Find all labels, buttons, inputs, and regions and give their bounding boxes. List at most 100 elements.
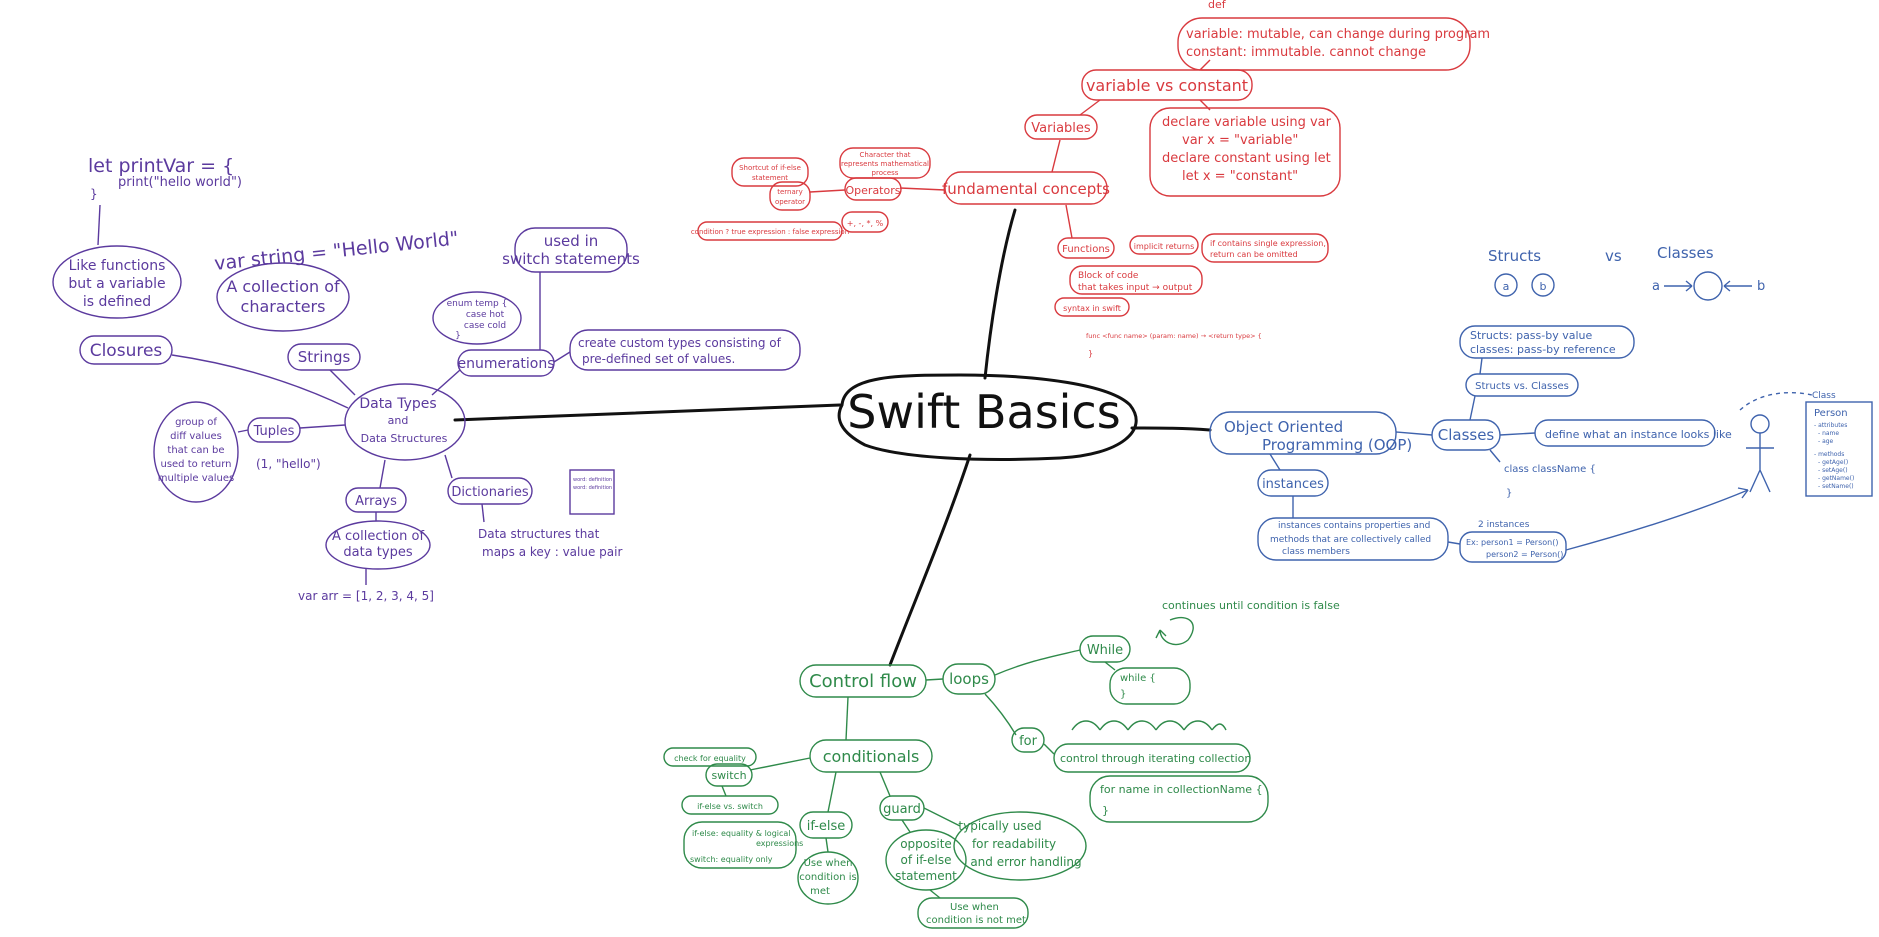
op-symbols: +, -, *, % bbox=[847, 219, 884, 228]
check-eq-bubble bbox=[663, 747, 757, 767]
definition-line-2: constant: immutable. cannot change bbox=[1186, 45, 1426, 60]
closure-code-2: print("hello world") bbox=[118, 175, 242, 190]
data-types-branch: Data Types and Data Structures let print… bbox=[52, 155, 801, 603]
class-code-1: class className { bbox=[1504, 464, 1596, 475]
svc-1: Structs: pass-by value bbox=[1470, 329, 1593, 342]
definition-line-1: variable: mutable, can change during pro… bbox=[1186, 27, 1490, 42]
closure-code-1: let printVar = { bbox=[88, 155, 234, 177]
enum-used-bubble bbox=[514, 227, 628, 273]
method-3: - getName() bbox=[1818, 475, 1854, 482]
cmp-classes: Classes bbox=[1657, 244, 1714, 262]
center-outline bbox=[837, 373, 1138, 461]
attr-2: - age bbox=[1818, 438, 1834, 445]
center-node: Swift Basics bbox=[837, 373, 1138, 461]
for-code-1: for name in collectionName { bbox=[1100, 783, 1263, 796]
svc-2: classes: pass-by reference bbox=[1470, 343, 1616, 356]
switch-cmp: switch: equality only bbox=[690, 855, 773, 864]
enum-used-2: switch statements bbox=[502, 250, 640, 268]
enum-desc-1: create custom types consisting of bbox=[578, 336, 782, 350]
guard-use-bubble bbox=[917, 897, 1029, 929]
while-code-2: } bbox=[1120, 689, 1126, 700]
link-variables bbox=[1051, 139, 1061, 173]
enum-code-4: } bbox=[455, 331, 461, 341]
arrays-desc-bubble bbox=[325, 520, 431, 570]
link-class-code bbox=[1489, 449, 1501, 463]
closures-bubble bbox=[79, 335, 173, 365]
class-a-label: a bbox=[1652, 279, 1660, 294]
oop-bubble bbox=[1209, 411, 1397, 455]
operators-label: Operators bbox=[846, 184, 901, 197]
link-for bbox=[984, 693, 1017, 736]
for-iteration-arrows bbox=[1071, 720, 1227, 731]
arrow-head-figure bbox=[1737, 487, 1749, 499]
conditionals-bubble bbox=[809, 739, 933, 773]
ternary-bubble bbox=[769, 181, 811, 211]
instances-desc-2: methods that are collectively called bbox=[1270, 535, 1431, 545]
arrow-a bbox=[1664, 280, 1693, 292]
data-types-title-1: Data Types bbox=[359, 396, 436, 412]
link-enum-desc bbox=[553, 351, 571, 363]
link-loops bbox=[925, 678, 944, 681]
struct-a-label: a bbox=[1503, 280, 1510, 293]
svc-desc-bubble bbox=[1459, 325, 1635, 359]
tuples-desc-3: that can be bbox=[167, 445, 224, 456]
variables-label: Variables bbox=[1031, 121, 1091, 136]
link-svc bbox=[1469, 395, 1476, 421]
ifelse-label: if-else bbox=[807, 819, 846, 834]
example-bubble bbox=[1459, 531, 1567, 563]
syntax-bubble bbox=[1054, 297, 1130, 317]
link-tuples bbox=[299, 424, 346, 429]
guard-desc-1: opposite bbox=[900, 837, 952, 851]
while-code-bubble bbox=[1109, 667, 1191, 705]
syntax-close: } bbox=[1088, 349, 1093, 358]
switch-label: switch bbox=[711, 769, 746, 782]
closure-desc-bubble bbox=[52, 245, 182, 319]
control-flow-title: Control flow bbox=[809, 671, 917, 692]
for-code-bubble bbox=[1089, 775, 1269, 823]
stick-figure-head bbox=[1750, 414, 1770, 434]
dictionaries-bubble bbox=[447, 477, 533, 505]
declare-bubble bbox=[1149, 107, 1341, 197]
for-desc: control through iterating collection bbox=[1060, 752, 1251, 765]
declare-line-4: let x = "constant" bbox=[1182, 169, 1298, 184]
link-operators bbox=[899, 187, 946, 191]
dictionaries-label: Dictionaries bbox=[451, 485, 529, 500]
link-svc-desc bbox=[1479, 357, 1483, 375]
var-vs-const-bubble bbox=[1081, 69, 1253, 101]
link-switch bbox=[749, 757, 811, 771]
example-2: person2 = Person() bbox=[1486, 550, 1563, 559]
link-ifelse bbox=[827, 771, 837, 813]
guard-desc-2: of if-else bbox=[901, 853, 952, 867]
oop-branch: Object Oriented Programming (OOP) instan… bbox=[1209, 244, 1873, 563]
fundamentals-bubble bbox=[944, 171, 1108, 205]
instances-desc-1: instances contains properties and bbox=[1278, 521, 1430, 531]
guard-typical-2: for readability bbox=[972, 837, 1056, 851]
methods-label: - methods bbox=[1814, 451, 1844, 458]
link-guard bbox=[879, 771, 891, 797]
struct-b-circle bbox=[1531, 273, 1555, 297]
declare-line-1: declare variable using var bbox=[1162, 115, 1332, 130]
control-flow-bubble bbox=[799, 664, 927, 698]
strings-desc-2: characters bbox=[241, 297, 326, 316]
operator-note-2: represents mathematical bbox=[841, 160, 929, 168]
link-def bbox=[1199, 59, 1211, 71]
enum-desc-2: pre-defined set of values. bbox=[582, 352, 735, 366]
data-types-title-3: Data Structures bbox=[361, 432, 448, 445]
variables-bubble bbox=[1024, 114, 1098, 140]
guard-desc-bubble bbox=[885, 829, 967, 891]
syntax-label: syntax in swift bbox=[1063, 304, 1121, 313]
enum-desc-bubble bbox=[569, 329, 801, 371]
fundamentals-branch: def variable: mutable, can change during… bbox=[691, 0, 1490, 358]
classes-desc: define what an instance looks like bbox=[1545, 428, 1732, 441]
link-var-vs-const bbox=[1079, 99, 1101, 116]
strings-desc-bubble bbox=[216, 262, 350, 332]
implicit-label: implicit returns bbox=[1134, 242, 1194, 251]
struct-b-label: b bbox=[1540, 280, 1547, 293]
while-loop-arrow bbox=[1155, 616, 1194, 646]
cmp-structs: Structs bbox=[1488, 247, 1541, 265]
arrays-example: var arr = [1, 2, 3, 4, 5] bbox=[298, 589, 434, 603]
method-2: - setAge() bbox=[1818, 467, 1848, 474]
link-enumerations bbox=[431, 369, 461, 396]
strings-label: Strings bbox=[298, 348, 351, 366]
